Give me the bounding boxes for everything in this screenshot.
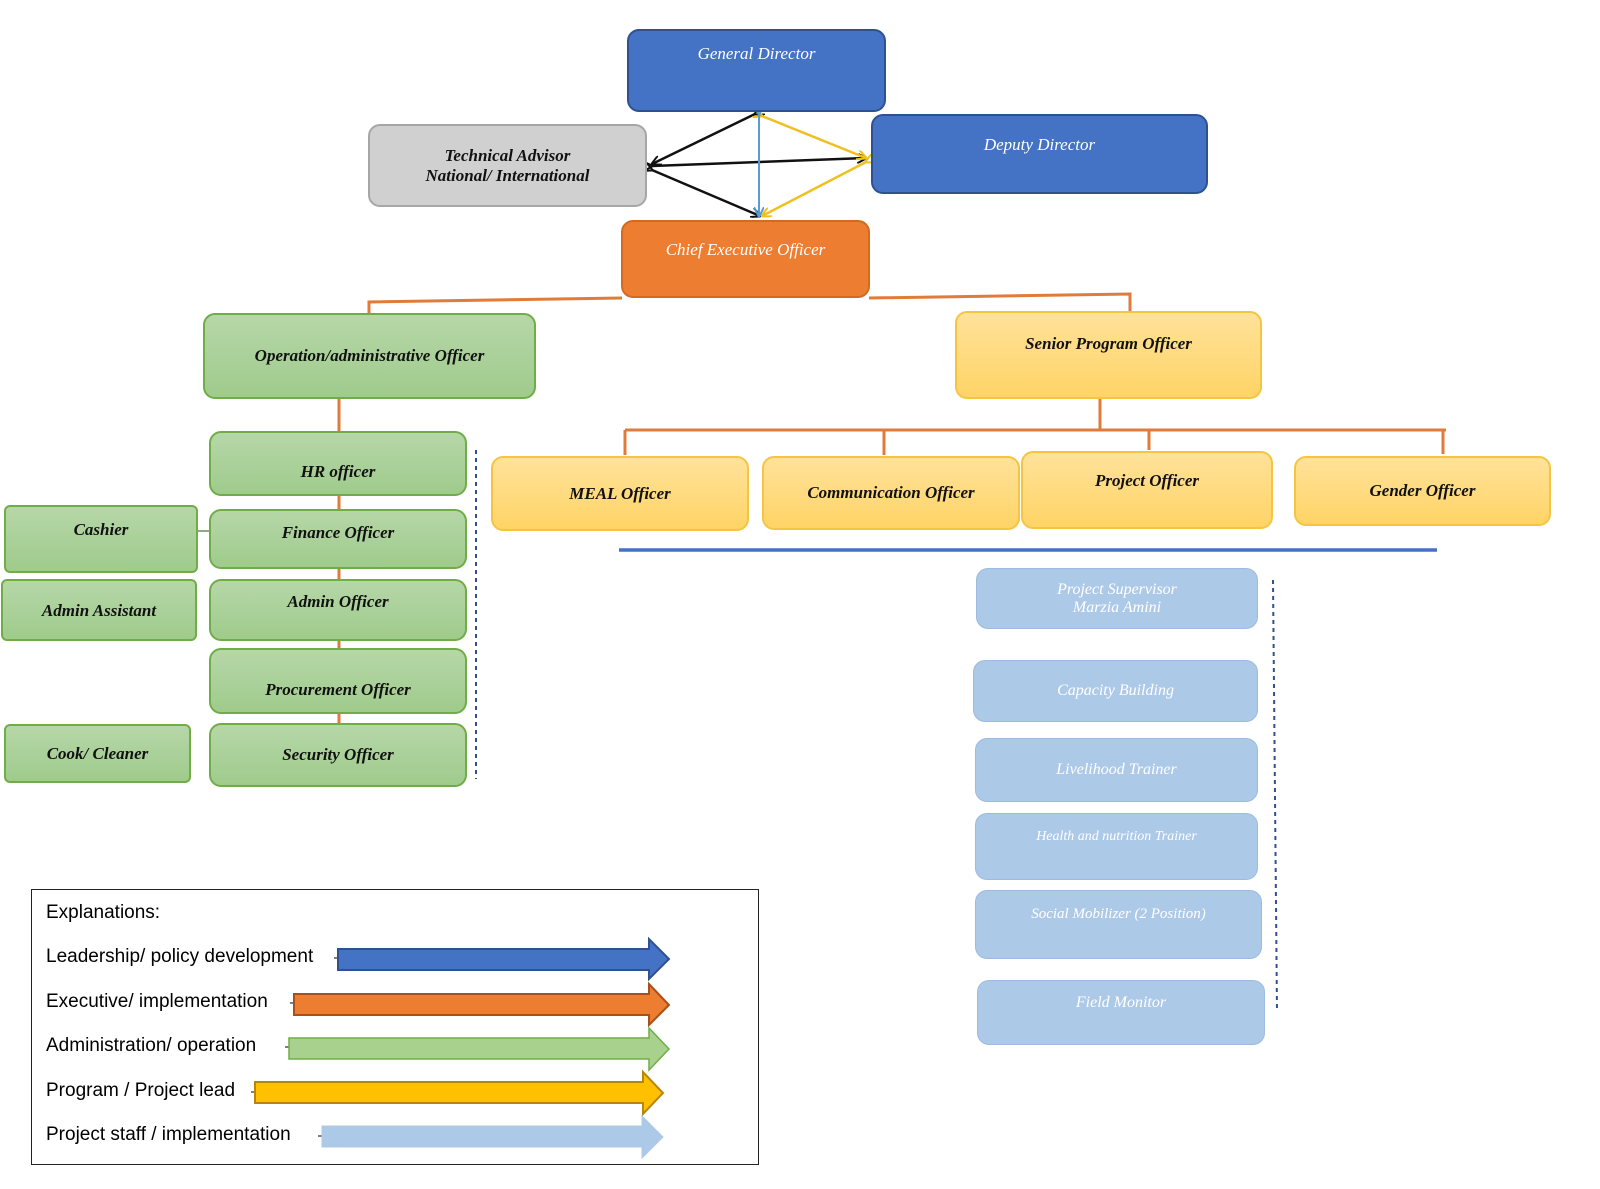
- legend-project-staff-label: Project staff / implementation: [46, 1124, 291, 1145]
- legend-executive-arrow-shape: [293, 981, 671, 1028]
- legend-administration-label: Administration/ operation: [46, 1035, 257, 1056]
- project-officer-box: Project Officer: [1021, 451, 1273, 529]
- legend: Explanations: Leadership/ policy develop…: [31, 889, 759, 1165]
- social-mobilizer-box: Social Mobilizer (2 Position): [975, 890, 1262, 959]
- ceo-label: Chief Executive Officer: [665, 240, 826, 259]
- gender-officer-label: Gender Officer: [1369, 481, 1476, 500]
- deputy-arrows: [762, 116, 866, 216]
- legend-leadership-arrow: [334, 936, 671, 982]
- legend-arrows: [251, 936, 671, 1160]
- senior-program-officer-box: Senior Program Officer: [955, 311, 1262, 399]
- cashier-label: Cashier: [73, 520, 129, 539]
- admin-assistant-box: Admin Assistant: [1, 579, 197, 641]
- general-director-label: General Director: [697, 44, 816, 63]
- procurement-officer-box: Procurement Officer: [209, 648, 467, 714]
- legend-project-staff-arrow-shape: [321, 1114, 664, 1160]
- admin-assistant-label: Admin Assistant: [41, 601, 157, 620]
- cashier-box: Cashier: [4, 505, 198, 573]
- senior-program-officer-label: Senior Program Officer: [1025, 334, 1192, 353]
- deputy-director-label: Deputy Director: [983, 135, 1096, 154]
- health-nutrition-trainer-box: Health and nutrition Trainer: [975, 813, 1258, 880]
- ceo-box: Chief Executive Officer: [621, 220, 870, 298]
- cook-cleaner-box: Cook/ Cleaner: [4, 724, 191, 783]
- communication-officer-box: Communication Officer: [762, 456, 1020, 530]
- legend-leadership-label: Leadership/ policy development: [46, 946, 314, 967]
- security-officer-box: Security Officer: [209, 723, 467, 787]
- general-director-box: General Director: [627, 29, 886, 112]
- operations-officer-box: Operation/administrative Officer: [203, 313, 536, 399]
- meal-officer-box: MEAL Officer: [491, 456, 749, 531]
- legend-executive-label: Executive/ implementation: [46, 991, 268, 1012]
- cook-cleaner-label: Cook/ Cleaner: [46, 743, 149, 763]
- livelihood-trainer-label: Livelihood Trainer: [1056, 761, 1177, 778]
- org-connectors: [337, 292, 1446, 935]
- legend-administration-arrow: [285, 1026, 671, 1072]
- communication-officer-label: Communication Officer: [807, 483, 975, 502]
- procurement-officer-label: Procurement Officer: [265, 680, 411, 699]
- field-monitor-label: Field Monitor: [1075, 994, 1167, 1011]
- project-supervisor-box: Project Supervisor Marzia Amini: [976, 568, 1258, 629]
- security-officer-label: Security Officer: [282, 745, 394, 764]
- admin-officer-box: Admin Officer: [209, 579, 467, 641]
- legend-administration-arrow-shape: [288, 1026, 671, 1072]
- admin-officer-label: Admin Officer: [287, 592, 389, 611]
- gender-officer-box: Gender Officer: [1294, 456, 1551, 526]
- legend-program-arrow-shape: [254, 1069, 665, 1117]
- capacity-building-box: Capacity Building: [973, 660, 1258, 722]
- finance-officer-box: Finance Officer: [209, 509, 467, 569]
- livelihood-trainer-box: Livelihood Trainer: [975, 738, 1258, 802]
- hr-officer-box: HR officer: [209, 431, 467, 496]
- legend-program-label: Program / Project lead: [46, 1080, 236, 1101]
- technical-advisor-box: Technical Advisor National/ Internationa…: [368, 124, 647, 207]
- project-supervisor-name: Marzia Amini: [1072, 598, 1162, 616]
- field-monitor-box: Field Monitor: [977, 980, 1265, 1045]
- legend-title: Explanations:: [46, 902, 161, 923]
- project-dashed-line: [1272, 579, 1278, 1013]
- technical-advisor-title: Technical Advisor: [444, 145, 571, 165]
- finance-officer-label: Finance Officer: [281, 523, 395, 542]
- meal-officer-label: MEAL Officer: [569, 483, 671, 503]
- social-mobilizer-label: Social Mobilizer (2 Position): [1031, 906, 1206, 922]
- operations-officer-label: Operation/administrative Officer: [254, 346, 485, 365]
- project-officer-label: Project Officer: [1094, 471, 1199, 490]
- project-supervisor-title: Project Supervisor: [1057, 580, 1177, 598]
- legend-project-staff-arrow: [318, 1114, 664, 1160]
- legend-program-arrow: [251, 1069, 665, 1117]
- legend-executive-arrow: [290, 981, 671, 1028]
- health-nutrition-trainer-label: Health and nutrition Trainer: [1036, 829, 1197, 844]
- technical-advisor-scope: National/ International: [425, 165, 590, 185]
- deputy-director-box: Deputy Director: [871, 114, 1208, 194]
- capacity-building-label: Capacity Building: [1057, 682, 1174, 699]
- hr-officer-label: HR officer: [300, 462, 376, 481]
- legend-leadership-arrow-shape: [337, 936, 671, 982]
